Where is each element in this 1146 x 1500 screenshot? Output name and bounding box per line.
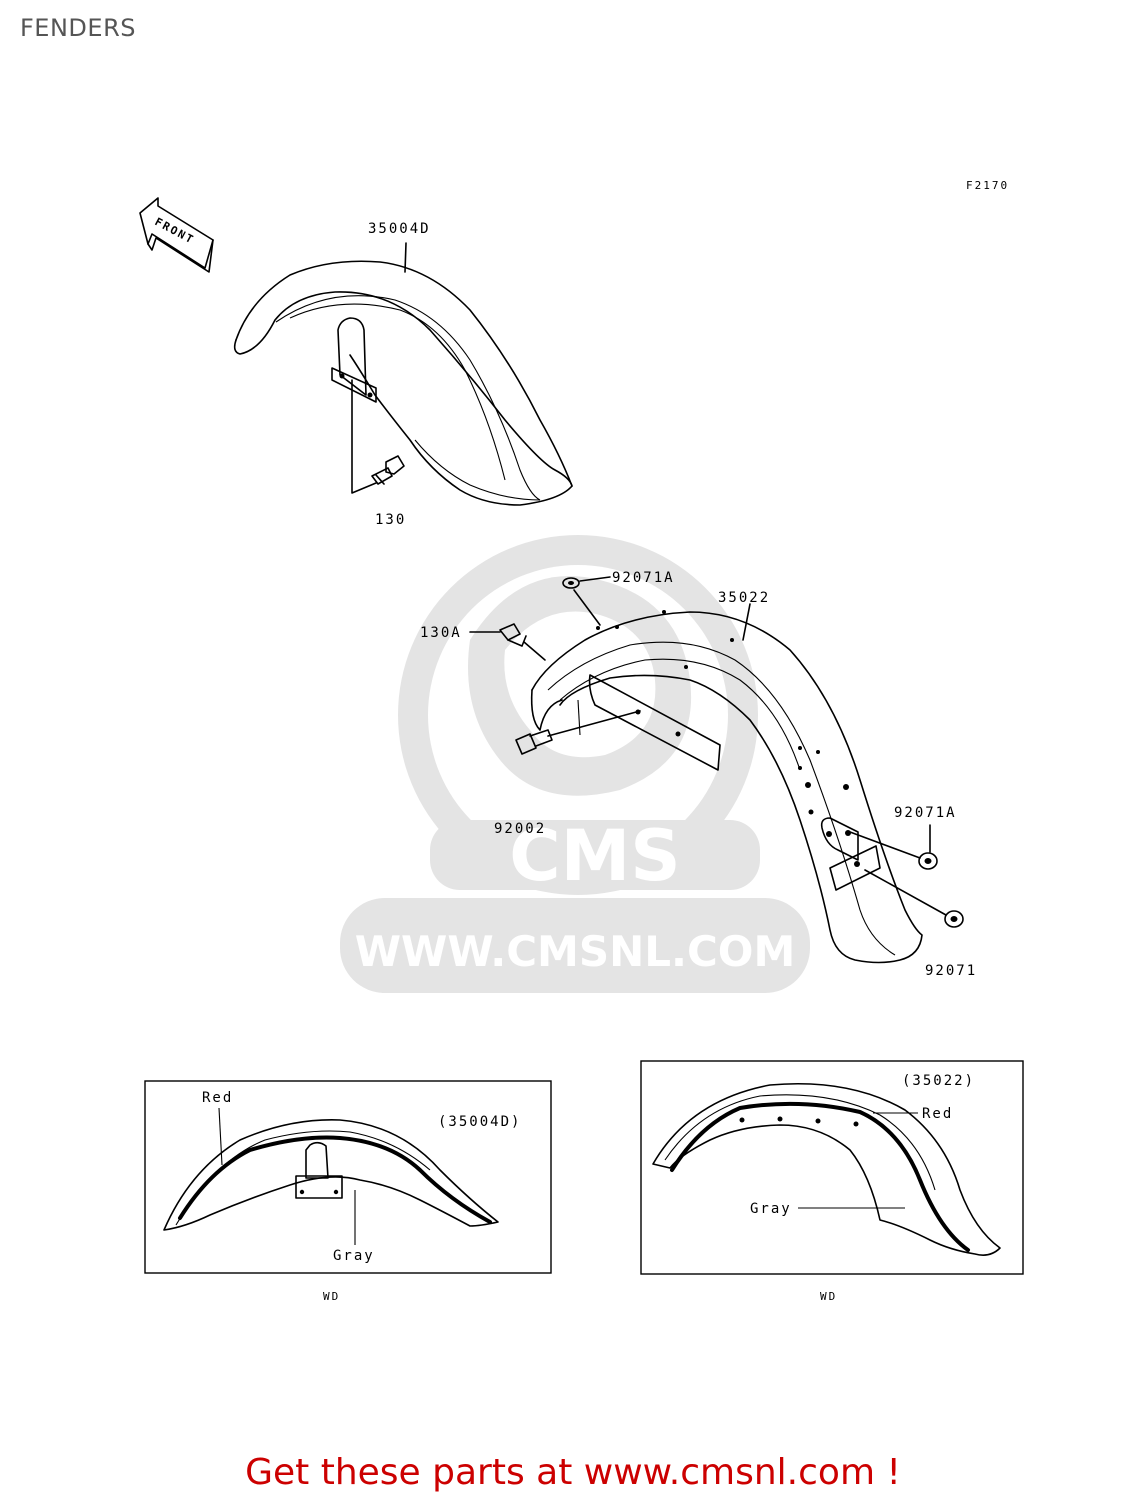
watermark-brand: CMS bbox=[509, 815, 680, 897]
label-92071: 92071 bbox=[925, 963, 977, 979]
rear-grommet-top bbox=[562, 576, 611, 626]
detail-rear-ref: (35022) bbox=[902, 1073, 975, 1089]
rear-grommet-bottom bbox=[864, 869, 964, 928]
label-35022: 35022 bbox=[718, 590, 770, 606]
watermark-url: WWW.CMSNL.COM bbox=[355, 927, 796, 976]
detail-front-ref: (35004D) bbox=[438, 1114, 521, 1130]
label-130: 130 bbox=[375, 512, 406, 528]
rear-fender-35022 bbox=[530, 610, 923, 964]
label-92002: 92002 bbox=[494, 821, 546, 837]
label-92071A-side: 92071A bbox=[894, 805, 957, 821]
rear-grommet-side bbox=[849, 824, 938, 870]
detail-rear-color-red: Red bbox=[922, 1106, 953, 1122]
label-130A: 130A bbox=[420, 625, 462, 641]
figure-code: F2170 bbox=[966, 179, 1009, 192]
rear-bolt-130A bbox=[469, 623, 546, 661]
detail-box-front: (35004D) Red Gray bbox=[144, 1080, 552, 1274]
detail-rear-caption: WD bbox=[820, 1290, 837, 1303]
front-arrow-icon bbox=[139, 197, 214, 269]
label-35004D: 35004D bbox=[368, 221, 431, 237]
front-fender-35004D bbox=[233, 260, 573, 506]
front-bolt-130 bbox=[351, 379, 405, 494]
page-title: FENDERS bbox=[20, 14, 136, 42]
front-direction-marker: FRONT bbox=[139, 197, 214, 273]
label-92071A-top: 92071A bbox=[612, 570, 675, 586]
parts-diagram: CMS WWW.CMSNL.COM F2170 FRONT 35004D 130 bbox=[139, 179, 1024, 1303]
detail-box-rear: (35022) Red Gray bbox=[640, 1060, 1024, 1275]
front-label: FRONT bbox=[153, 215, 197, 247]
detail-front-color-gray: Gray bbox=[333, 1248, 375, 1264]
footer-cta-link[interactable]: Get these parts at www.cmsnl.com ! bbox=[245, 1452, 901, 1493]
detail-rear-color-gray: Gray bbox=[750, 1201, 792, 1217]
detail-front-caption: WD bbox=[323, 1290, 340, 1303]
cmsnl-watermark: CMS WWW.CMSNL.COM bbox=[340, 535, 810, 993]
rear-screw-92002 bbox=[515, 710, 641, 755]
detail-front-color-red: Red bbox=[202, 1090, 233, 1106]
